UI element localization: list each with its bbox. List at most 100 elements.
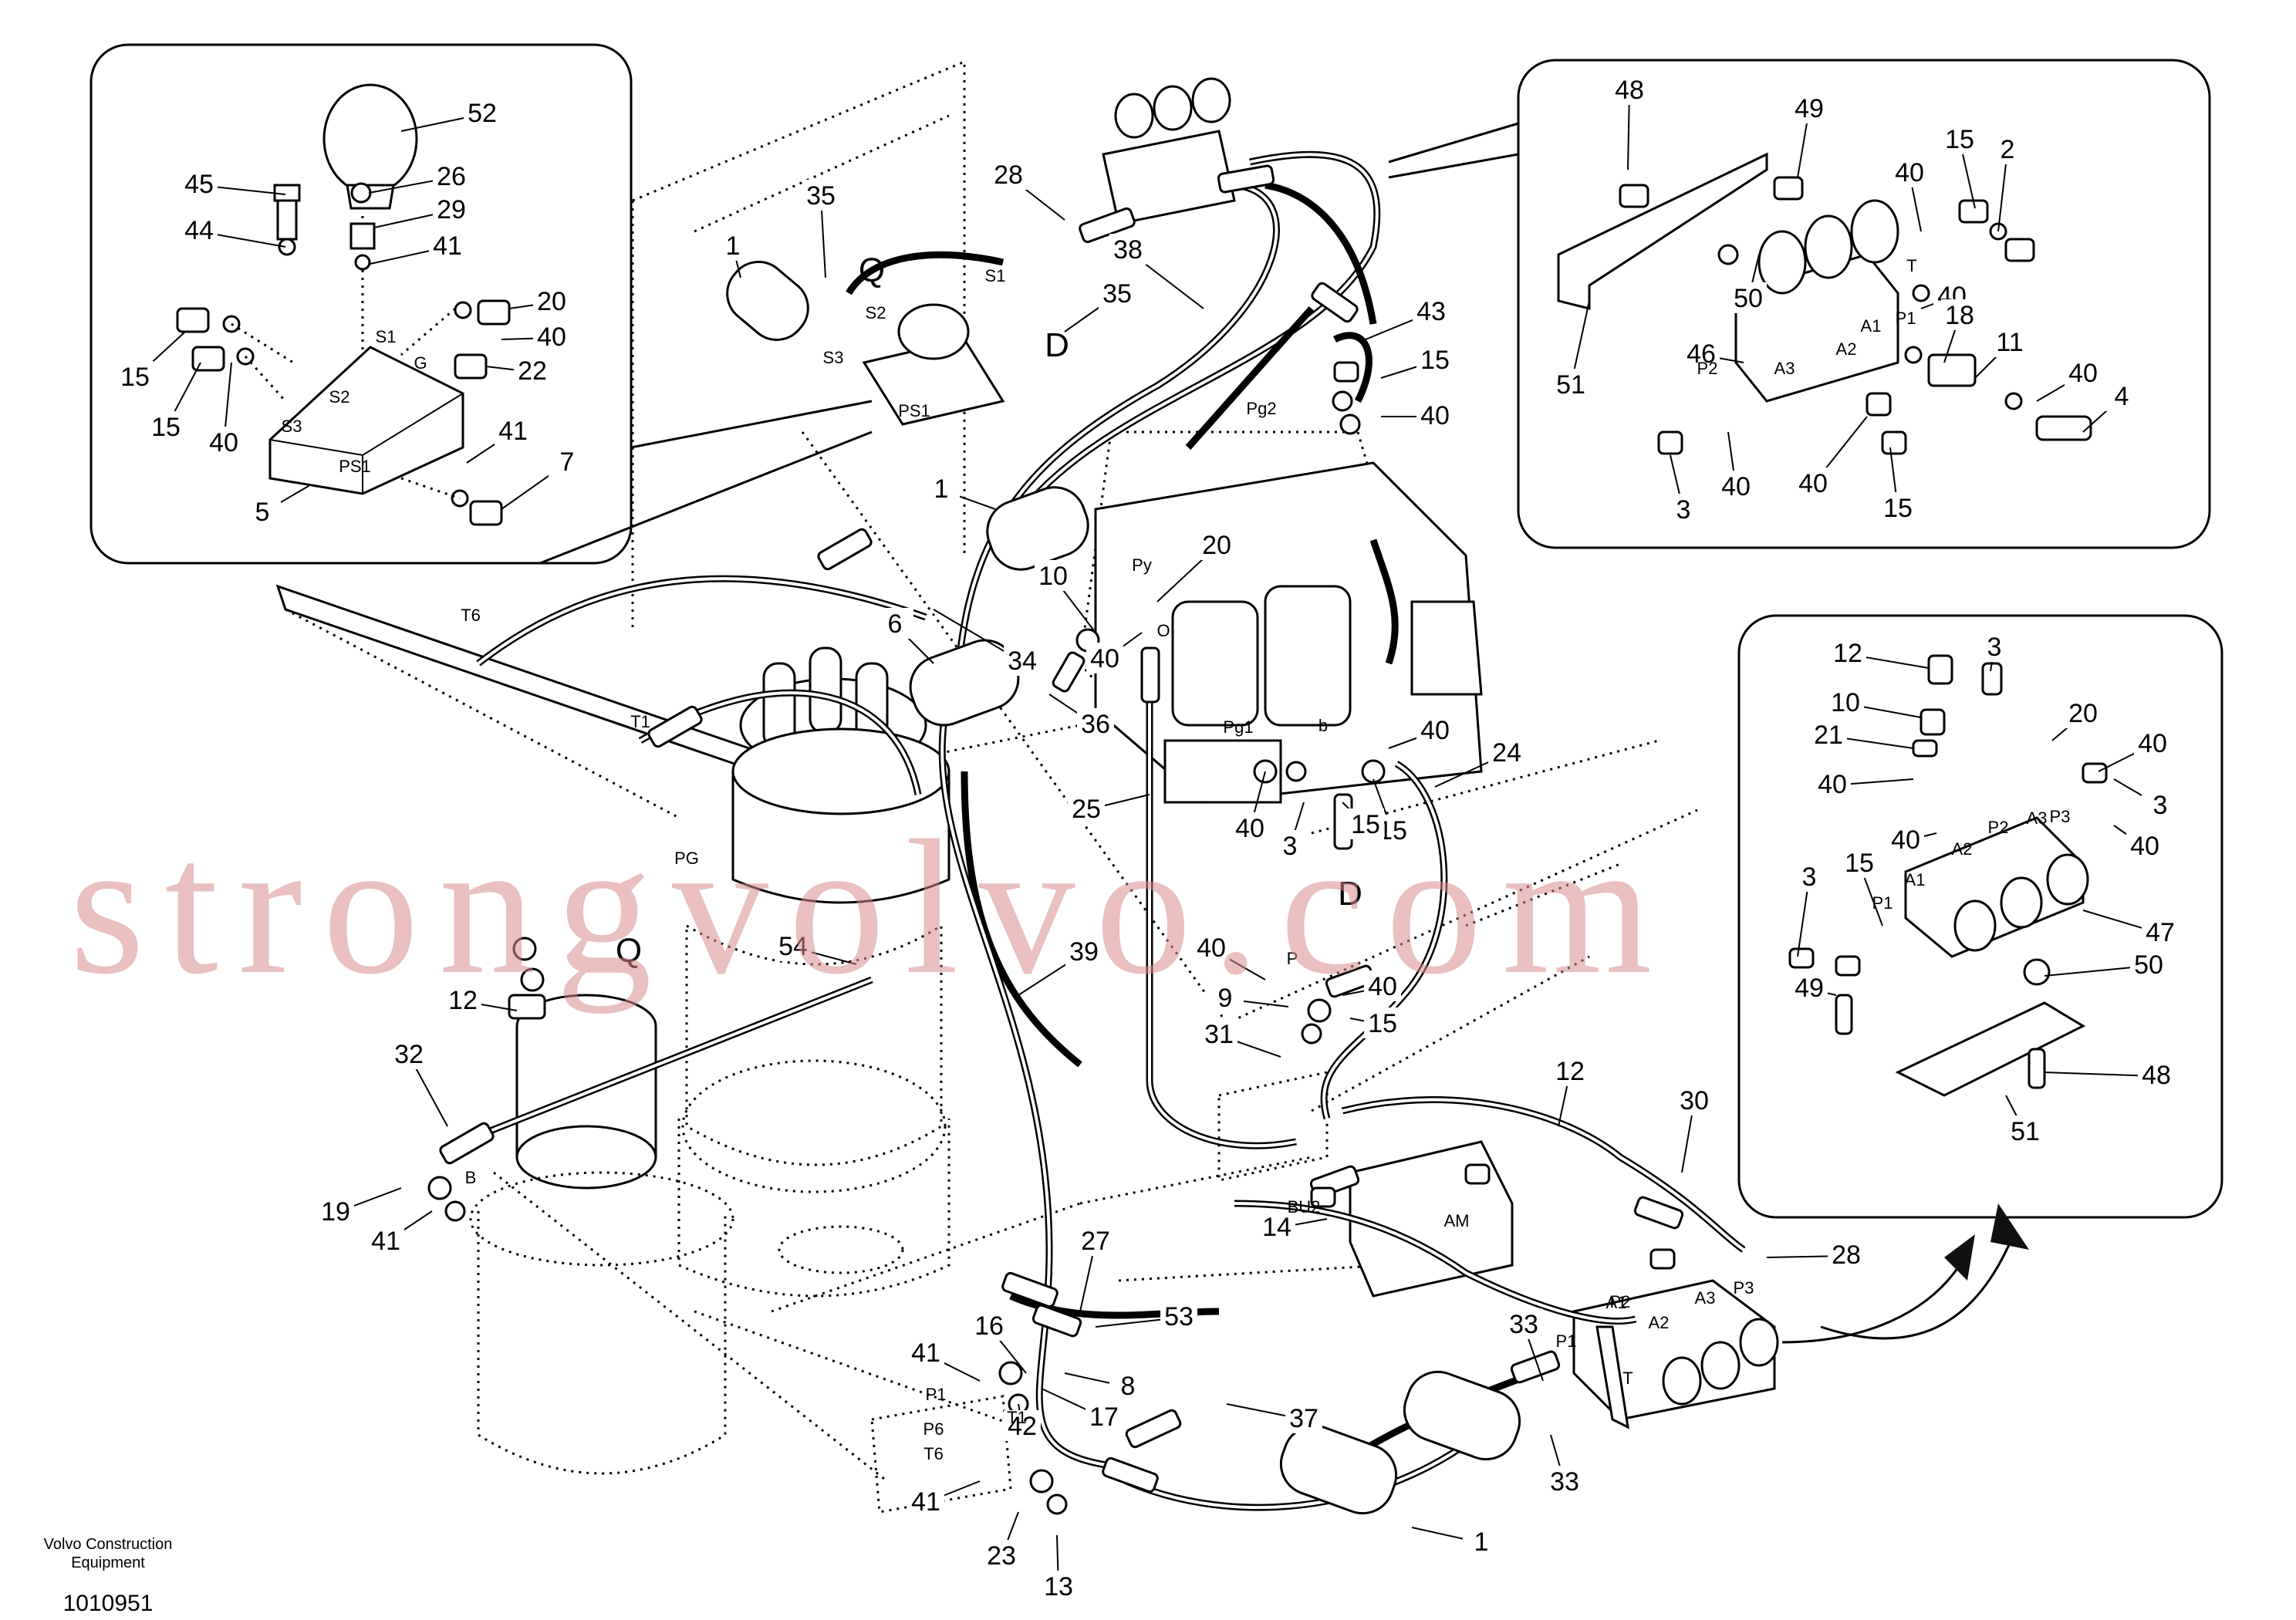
part-callout-number[interactable]: 45 — [184, 170, 214, 199]
part-callout-number[interactable]: 1 — [726, 231, 741, 261]
part-callout-number[interactable]: 40 — [1197, 933, 1226, 963]
part-callout-number[interactable]: 40 — [2068, 359, 2098, 388]
part-callout-number[interactable]: 46 — [1687, 339, 1716, 369]
part-callout-number[interactable]: 53 — [1164, 1302, 1194, 1331]
part-callout-number[interactable]: 54 — [778, 932, 808, 961]
part-callout-number[interactable]: 13 — [1044, 1572, 1073, 1601]
part-callout-number[interactable]: 27 — [1081, 1227, 1110, 1256]
part-callout-number[interactable]: 21 — [1814, 721, 1843, 750]
callout-backdrop — [1795, 467, 1832, 498]
part-callout-number[interactable]: 48 — [2142, 1061, 2171, 1090]
part-callout-number[interactable]: 40 — [1420, 716, 1450, 745]
part-callout-number[interactable]: 41 — [433, 231, 462, 261]
part-callout-number[interactable]: 19 — [321, 1197, 350, 1227]
part-callout-number[interactable]: 30 — [1680, 1086, 1709, 1115]
part-callout-number[interactable]: 47 — [2146, 918, 2175, 947]
part-callout-number[interactable]: 8 — [1121, 1372, 1136, 1401]
part-callout-number[interactable]: 15 — [1351, 810, 1380, 839]
part-callout-number[interactable]: 33 — [1550, 1467, 1579, 1497]
part-callout-number[interactable]: 6 — [888, 609, 903, 639]
part-callout-number[interactable]: 15 — [1845, 849, 1874, 878]
part-callout-number[interactable]: 20 — [537, 287, 566, 316]
part-callout-number[interactable]: 31 — [1204, 1020, 1234, 1049]
part-callout-number[interactable]: 42 — [1008, 1412, 1037, 1441]
part-callout-number[interactable]: 18 — [1945, 301, 1974, 330]
part-callout-number[interactable]: 20 — [2068, 699, 2098, 728]
part-callout-number[interactable]: 38 — [1113, 235, 1143, 265]
part-callout-number[interactable]: 39 — [1069, 937, 1099, 967]
part-callout-number[interactable]: 15 — [1420, 346, 1450, 375]
part-callout-number[interactable]: 34 — [1008, 646, 1037, 676]
part-callout-number[interactable]: 41 — [371, 1227, 400, 1256]
part-callout-number[interactable]: 15 — [1883, 494, 1913, 523]
part-callout-number[interactable]: 11 — [1996, 328, 2023, 357]
part-callout-number[interactable]: 51 — [1556, 370, 1585, 400]
part-callout-number[interactable]: 48 — [1615, 76, 1644, 105]
part-callout-number[interactable]: 40 — [1420, 401, 1450, 430]
part-callout-number[interactable]: 40 — [2130, 832, 2159, 861]
part-callout-number[interactable]: 3 — [1802, 862, 1817, 892]
part-callout-number[interactable]: 15 — [1945, 125, 1974, 154]
part-callout-number[interactable]: 40 — [1895, 158, 1924, 187]
part-callout-number[interactable]: 10 — [1831, 688, 1860, 717]
part-callout-number[interactable]: 10 — [1038, 562, 1068, 591]
part-callout-number[interactable]: 37 — [1289, 1404, 1319, 1433]
part-callout-number[interactable]: 40 — [2138, 729, 2167, 758]
part-callout-number[interactable]: 32 — [394, 1040, 424, 1069]
part-callout-number[interactable]: 12 — [1833, 639, 1862, 668]
part-callout-number[interactable]: 3 — [2153, 791, 2168, 820]
part-callout-number[interactable]: 4 — [2115, 382, 2129, 411]
part-callout-number[interactable]: 40 — [1368, 972, 1397, 1001]
part-callout-number[interactable]: 3 — [1987, 633, 2002, 662]
part-callout-number[interactable]: 40 — [1235, 814, 1264, 843]
part-callout-number[interactable]: 22 — [518, 356, 547, 386]
part-callout-number[interactable]: 12 — [1555, 1057, 1585, 1086]
part-callout-number[interactable]: 28 — [994, 160, 1023, 190]
part-callout-number[interactable]: 50 — [2134, 950, 2163, 980]
part-callout-number[interactable]: 17 — [1089, 1402, 1119, 1432]
part-callout-number[interactable]: 35 — [1102, 279, 1132, 309]
part-callout-number[interactable]: 3 — [1676, 495, 1691, 525]
part-callout-number[interactable]: 40 — [1090, 644, 1119, 673]
part-callout-number[interactable]: 40 — [209, 428, 238, 457]
part-callout-number[interactable]: 1 — [1474, 1527, 1489, 1557]
part-callout-number[interactable]: 41 — [911, 1487, 940, 1517]
part-callout-number[interactable]: 49 — [1795, 974, 1824, 1003]
part-callout-number[interactable]: 41 — [911, 1338, 940, 1368]
part-callout-number[interactable]: 1 — [934, 474, 949, 504]
part-callout-number[interactable]: 40 — [1721, 472, 1751, 501]
part-callout-number[interactable]: 5 — [255, 498, 270, 527]
part-callout-number[interactable]: 29 — [437, 195, 466, 224]
part-callout-number[interactable]: 43 — [1416, 297, 1446, 326]
part-callout-number[interactable]: 14 — [1262, 1213, 1292, 1242]
part-callout-number[interactable]: 44 — [184, 216, 214, 245]
part-callout-number[interactable]: 16 — [974, 1311, 1004, 1341]
part-callout-number[interactable]: 15 — [1368, 1009, 1397, 1038]
part-callout-number[interactable]: 52 — [468, 99, 497, 128]
part-callout-number[interactable]: 40 — [1818, 770, 1847, 799]
part-callout-number[interactable]: 24 — [1492, 738, 1521, 768]
part-callout-number[interactable]: 35 — [806, 181, 836, 211]
part-callout-number[interactable]: 36 — [1081, 710, 1110, 739]
part-callout-number[interactable]: 33 — [1509, 1310, 1538, 1339]
part-callout-number[interactable]: 40 — [1798, 469, 1828, 498]
part-callout-number[interactable]: 15 — [151, 413, 181, 442]
part-callout-number[interactable]: 51 — [2011, 1117, 2040, 1146]
part-callout-number[interactable]: 7 — [560, 447, 575, 477]
part-callout-number[interactable]: 15 — [120, 363, 150, 392]
part-callout-number[interactable]: 26 — [437, 162, 466, 191]
part-callout-number[interactable]: 3 — [1283, 832, 1298, 861]
part-callout-number[interactable]: 23 — [987, 1541, 1016, 1571]
part-callout-number[interactable]: 40 — [1891, 825, 1920, 855]
part-callout-number[interactable]: 41 — [498, 417, 528, 446]
part-callout-number[interactable]: 2 — [2001, 135, 2015, 164]
part-callout-number[interactable]: 50 — [1734, 284, 1763, 313]
part-callout-number[interactable]: 12 — [448, 986, 478, 1015]
part-callout-number[interactable]: 40 — [537, 322, 566, 352]
part-callout-number[interactable]: 49 — [1795, 94, 1824, 123]
part-callout-number[interactable]: 25 — [1072, 795, 1101, 824]
callout-backdrop — [907, 1337, 944, 1368]
part-callout-number[interactable]: 20 — [1202, 531, 1231, 560]
part-callout-number[interactable]: 9 — [1218, 984, 1233, 1013]
part-callout-number[interactable]: 28 — [1832, 1240, 1861, 1270]
